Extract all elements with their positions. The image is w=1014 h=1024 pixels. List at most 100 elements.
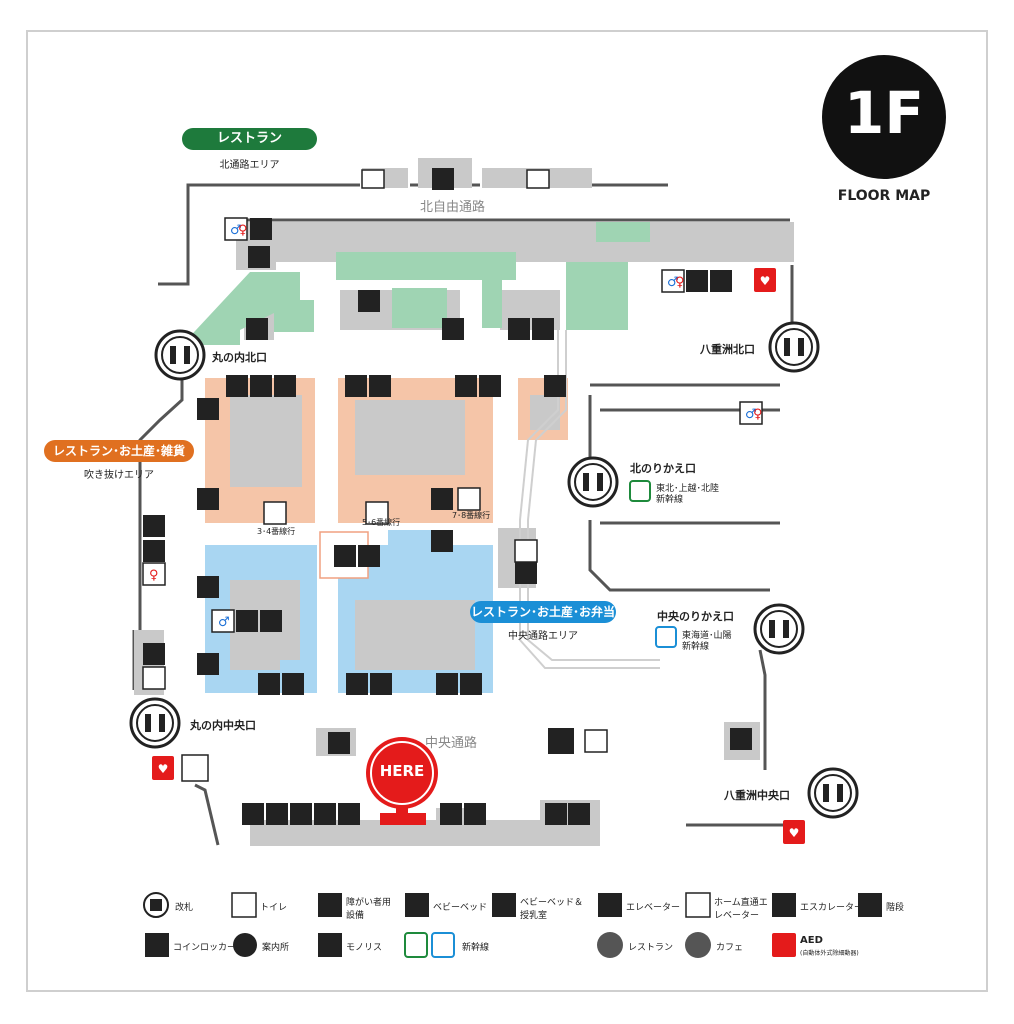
stairs-icon — [248, 246, 270, 268]
baby-bed-icon — [236, 610, 258, 632]
accessible-icon — [143, 515, 165, 537]
legend-label-cafe: カフェ — [716, 943, 744, 953]
svg-text:♂: ♂ — [745, 407, 757, 422]
coin-locker-icon — [526, 169, 550, 189]
escalator-icon — [568, 803, 590, 825]
floor-level: 1F — [844, 79, 924, 147]
legend-label-restaurant: レストラン — [628, 943, 674, 953]
legend-label-info: 案内所 — [262, 943, 290, 953]
gate-marunouchi-north — [154, 329, 206, 381]
gate-yaesu-central — [807, 767, 859, 819]
stairs-icon — [290, 803, 312, 825]
escalator-icon — [369, 375, 391, 397]
aed-icon — [152, 756, 174, 780]
escalator-icon — [328, 732, 350, 754]
svg-text:♥: ♥ — [760, 274, 771, 288]
restaurant-souvenir-bento-sub: 中央通路エリア — [508, 631, 578, 642]
legend-label-shinkansen: 新幹線 — [462, 943, 490, 953]
north-passage-label: 北自由通路 — [420, 200, 486, 215]
accessible-icon — [686, 270, 708, 292]
gate-central-transfer — [753, 603, 805, 655]
stairs-icon — [346, 673, 368, 695]
restaurant-souvenir-goods-sub: 吹き抜けエリア — [84, 470, 154, 481]
platform-34-label: 3･4番線行 — [257, 527, 296, 536]
floor-caption: FLOOR MAP — [837, 188, 931, 204]
gate-sub-central-transfer-2: 新幹線 — [682, 642, 710, 652]
gate-sub-north-transfer-2: 新幹線 — [656, 495, 684, 505]
escalator-icon — [197, 488, 219, 510]
escalator-icon — [479, 375, 501, 397]
stairs-icon — [226, 375, 248, 397]
platform-elevator-icon — [457, 487, 481, 511]
elevator-icon — [142, 666, 166, 690]
here-label: HERE — [379, 762, 425, 780]
escalator-icon — [370, 673, 392, 695]
escalator-icon — [460, 673, 482, 695]
legend-icons — [143, 892, 882, 958]
stairs-icon — [545, 803, 567, 825]
escalator-icon — [730, 728, 752, 750]
legend-label-stairs: 階段 — [886, 903, 905, 913]
escalator-icon — [197, 653, 219, 675]
elevator-icon — [514, 539, 538, 563]
restaurant-souvenir-goods-title: レストラン･お土産･雑貨 — [44, 440, 194, 462]
monolith-icon — [358, 545, 380, 567]
here-marker — [366, 737, 438, 825]
escalator-icon — [274, 375, 296, 397]
escalator-icon — [464, 803, 486, 825]
legend-label-accessible: 障がい者用設備 — [346, 898, 392, 921]
restaurant-souvenir-bento-title: レストラン･お土産･お弁当 — [470, 601, 616, 623]
stairs-icon — [431, 488, 453, 510]
central-passage-label: 中央通路 — [425, 736, 478, 751]
shinkansen-icon — [629, 480, 651, 502]
gate-label-marunouchi-north: 丸の内北口 — [212, 351, 267, 364]
svg-text:♀: ♀ — [675, 275, 685, 290]
gate-label-marunouchi-central: 丸の内中央口 — [190, 719, 256, 732]
gate-marunouchi-central — [129, 697, 181, 749]
legend-label-aed: AED — [800, 935, 823, 946]
escalator-icon — [515, 562, 537, 584]
stairs-icon — [345, 375, 367, 397]
coin-locker-icon — [361, 169, 385, 189]
stairs-icon — [508, 318, 530, 340]
escalator-icon — [358, 290, 380, 312]
legend-label-baby-bed: ベビーベッド — [433, 903, 488, 913]
escalator-icon — [197, 576, 219, 598]
baby-bed-icon — [143, 540, 165, 562]
floor-badge — [822, 55, 946, 179]
gate-label-yaesu-north: 八重洲北口 — [700, 343, 755, 356]
platform-78-label: 7･8番線行 — [452, 511, 491, 520]
gate-label-central-transfer: 中央のりかえ口 — [657, 610, 734, 623]
gate-label-yaesu-central: 八重洲中央口 — [724, 789, 790, 802]
platform-elevator-icon — [263, 501, 287, 525]
stairs-icon — [455, 375, 477, 397]
stairs-icon — [440, 803, 462, 825]
facility-icons — [143, 168, 752, 825]
legend-label-ticket-gate: 改札 — [175, 903, 194, 913]
svg-text:♥: ♥ — [158, 762, 169, 776]
platform-elevator-icon — [584, 729, 608, 753]
svg-text:♀: ♀ — [753, 407, 763, 422]
toilet-icon — [224, 217, 248, 241]
escalator-icon — [338, 803, 360, 825]
platform-elevator-icon — [365, 501, 389, 525]
aed-icon — [754, 268, 776, 292]
aed-icon — [783, 820, 805, 844]
stairs-icon — [442, 318, 464, 340]
toilet-icon — [211, 609, 235, 633]
shinkansen-icon — [655, 626, 677, 648]
restaurant-north-title: レストラン — [182, 128, 317, 150]
escalator-icon — [143, 643, 165, 665]
restaurant-north-sub: 北通路エリア — [219, 160, 280, 171]
legend-label-platform-elevator: ホーム直通エレベーター — [714, 898, 768, 921]
legend-label-elevator: エレベーター — [626, 903, 681, 913]
stairs-icon — [246, 318, 268, 340]
escalator-icon — [197, 398, 219, 420]
gate-sub-north-transfer-1: 東北･上越･北陸 — [656, 484, 720, 494]
svg-text:♂: ♂ — [667, 275, 679, 290]
stairs-icon — [436, 673, 458, 695]
stairs-icon — [432, 168, 454, 190]
stairs-icon — [258, 673, 280, 695]
toilet-icon — [142, 562, 166, 586]
